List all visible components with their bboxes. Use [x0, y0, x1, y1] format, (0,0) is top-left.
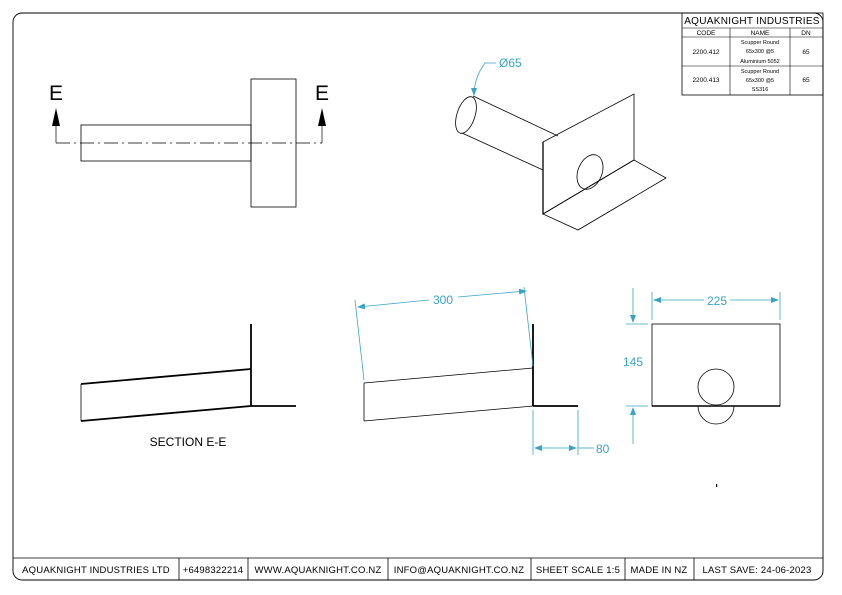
dim-height: 145	[623, 355, 643, 369]
isometric-view: Ø65	[455, 56, 667, 231]
top-view: E E	[49, 78, 329, 208]
dim-width: 225	[707, 294, 727, 308]
row2-dn: 65	[802, 77, 810, 84]
header-code: CODE	[697, 30, 716, 37]
front-view: 225 145	[623, 288, 781, 444]
dim-flange-depth: 80	[596, 442, 610, 456]
header-name: NAME	[751, 30, 770, 37]
dim-length: 300	[433, 293, 453, 307]
footer-phone: +6498322214	[183, 565, 244, 576]
title-block: AQUAKNIGHT INDUSTRIES CODE NAME DN 2200.…	[681, 12, 824, 96]
row1-name-line3: Aluminium 5052	[740, 59, 779, 65]
header-dn: DN	[801, 30, 811, 37]
row2-code: 2200.413	[692, 77, 719, 84]
side-view: 300 80	[354, 286, 610, 456]
section-marker-left: E	[49, 82, 63, 105]
row1-name-line2: 65x300 @5	[746, 49, 774, 55]
row1-code: 2200.412	[692, 49, 719, 56]
title-company: AQUAKNIGHT INDUSTRIES	[684, 16, 820, 27]
row2-name-line1: Scupper Round	[741, 69, 779, 75]
row1-dn: 65	[802, 49, 810, 56]
row2-name-line2: 65x300 @5	[746, 78, 774, 84]
section-marker-right: E	[315, 82, 329, 105]
footer-scale: SHEET SCALE 1:5	[536, 565, 620, 576]
footer-last-save: LAST SAVE: 24-06-2023	[703, 565, 812, 576]
sheet-border	[12, 12, 824, 581]
footer-company: AQUAKNIGHT INDUSTRIES LTD	[22, 565, 170, 576]
footer-website: WWW.AQUAKNIGHT.CO.NZ	[255, 565, 382, 576]
footer-email: INFO@AQUAKNIGHT.CO.NZ	[394, 565, 525, 576]
section-view: SECTION E-E	[80, 324, 296, 449]
section-label: SECTION E-E	[150, 435, 227, 449]
footer-strip: AQUAKNIGHT INDUSTRIES LTD +6498322214 WW…	[13, 557, 823, 580]
row1-name-line1: Scupper Round	[741, 40, 779, 46]
row2-name-line3: SS316	[752, 87, 769, 93]
dim-diameter: Ø65	[499, 56, 522, 70]
stray-mark	[716, 484, 718, 487]
footer-origin: MADE IN NZ	[631, 565, 688, 576]
